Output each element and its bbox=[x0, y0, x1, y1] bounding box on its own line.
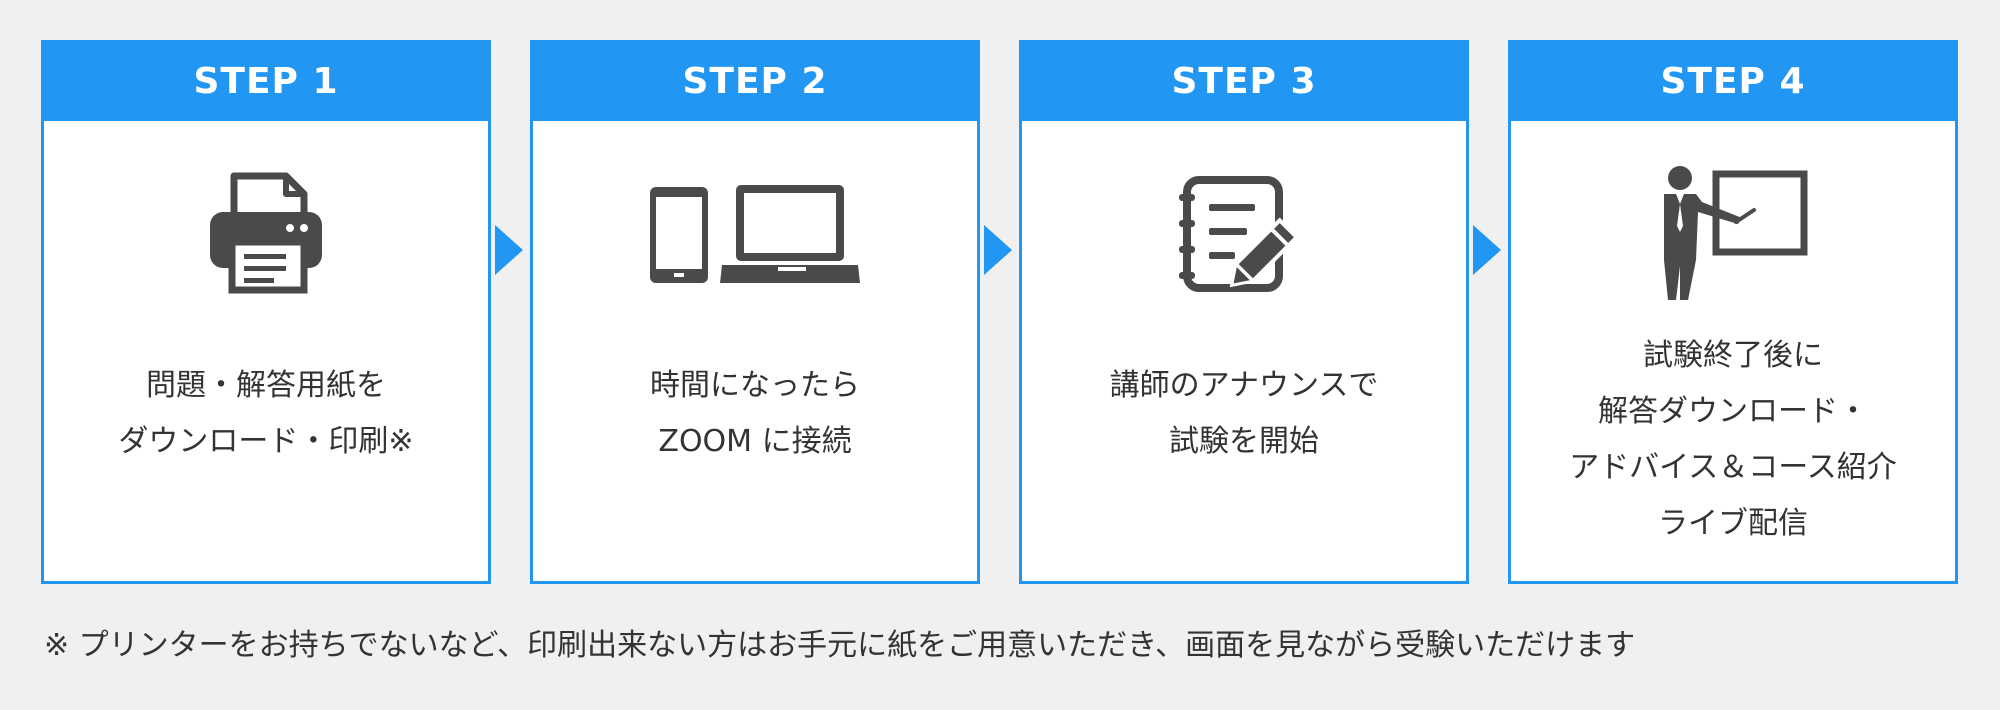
step-header: STEP 2 bbox=[533, 43, 977, 121]
step-line: 解答ダウンロード・ bbox=[1598, 394, 1868, 429]
step-line: 試験終了後に bbox=[1643, 338, 1823, 373]
step-line: 講師のアナウンスで bbox=[1109, 368, 1379, 403]
arrow-right-icon bbox=[984, 225, 1012, 275]
step-header: STEP 1 bbox=[44, 43, 488, 121]
step-line: 問題・解答用紙を bbox=[146, 368, 386, 403]
step-card-1: STEP 1 問題・解答用紙を ダウンロード・印刷※ bbox=[41, 40, 491, 584]
step-line: 時間になったら bbox=[650, 368, 860, 403]
step-description: 時間になったら ZOOM に接続 bbox=[533, 358, 977, 470]
arrow-right-icon bbox=[495, 225, 523, 275]
step-description: 試験終了後に 解答ダウンロード・ アドバイス＆コース紹介 ライブ配信 bbox=[1511, 328, 1955, 552]
step-line: ZOOM に接続 bbox=[658, 424, 852, 459]
devices-icon bbox=[533, 163, 977, 303]
step-header: STEP 3 bbox=[1022, 43, 1466, 121]
step-card-3: STEP 3 講師のアナウンスで 試験を開始 bbox=[1019, 40, 1469, 584]
arrow-right-icon bbox=[1473, 225, 1501, 275]
notepad-pencil-icon bbox=[1022, 163, 1466, 303]
printer-icon bbox=[44, 163, 488, 303]
lecturer-board-icon bbox=[1511, 163, 1955, 303]
step-description: 講師のアナウンスで 試験を開始 bbox=[1022, 358, 1466, 470]
step-line: ダウンロード・印刷※ bbox=[118, 424, 414, 459]
step-header: STEP 4 bbox=[1511, 43, 1955, 121]
step-card-2: STEP 2 時間になったら ZOOM に接続 bbox=[530, 40, 980, 584]
steps-flow: STEP 1 問題・解答用紙を ダウンロード・印刷※ STEP 2 bbox=[41, 40, 1958, 584]
step-line: 試験を開始 bbox=[1169, 424, 1319, 459]
step-description: 問題・解答用紙を ダウンロード・印刷※ bbox=[44, 358, 488, 470]
footnote: ※ プリンターをお持ちでないなど、印刷出来ない方はお手元に紙をご用意いただき、画… bbox=[44, 628, 1636, 663]
step-line: ライブ配信 bbox=[1658, 506, 1808, 541]
step-card-4: STEP 4 試験終了後に 解答ダウンロード・ アドバイス＆コース紹介 ライブ配… bbox=[1508, 40, 1958, 584]
step-line: アドバイス＆コース紹介 bbox=[1569, 450, 1897, 485]
